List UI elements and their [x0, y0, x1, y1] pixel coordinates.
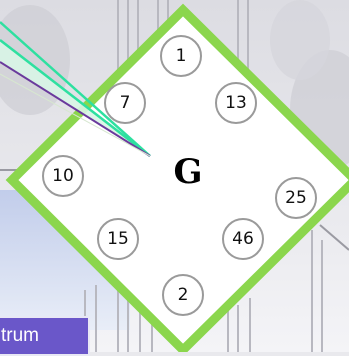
number-node-25[interactable]: 25 — [275, 177, 317, 219]
number-node-10[interactable]: 10 — [42, 155, 84, 197]
spectrum-tab[interactable]: trum — [0, 316, 90, 356]
number-node-46[interactable]: 46 — [222, 218, 264, 260]
number-node-7[interactable]: 7 — [104, 82, 146, 124]
number-node-15[interactable]: 15 — [97, 218, 139, 260]
number-node-13[interactable]: 13 — [215, 82, 257, 124]
number-node-2[interactable]: 2 — [162, 274, 204, 316]
number-node-1[interactable]: 1 — [160, 35, 202, 77]
center-symbol: G — [160, 152, 216, 192]
